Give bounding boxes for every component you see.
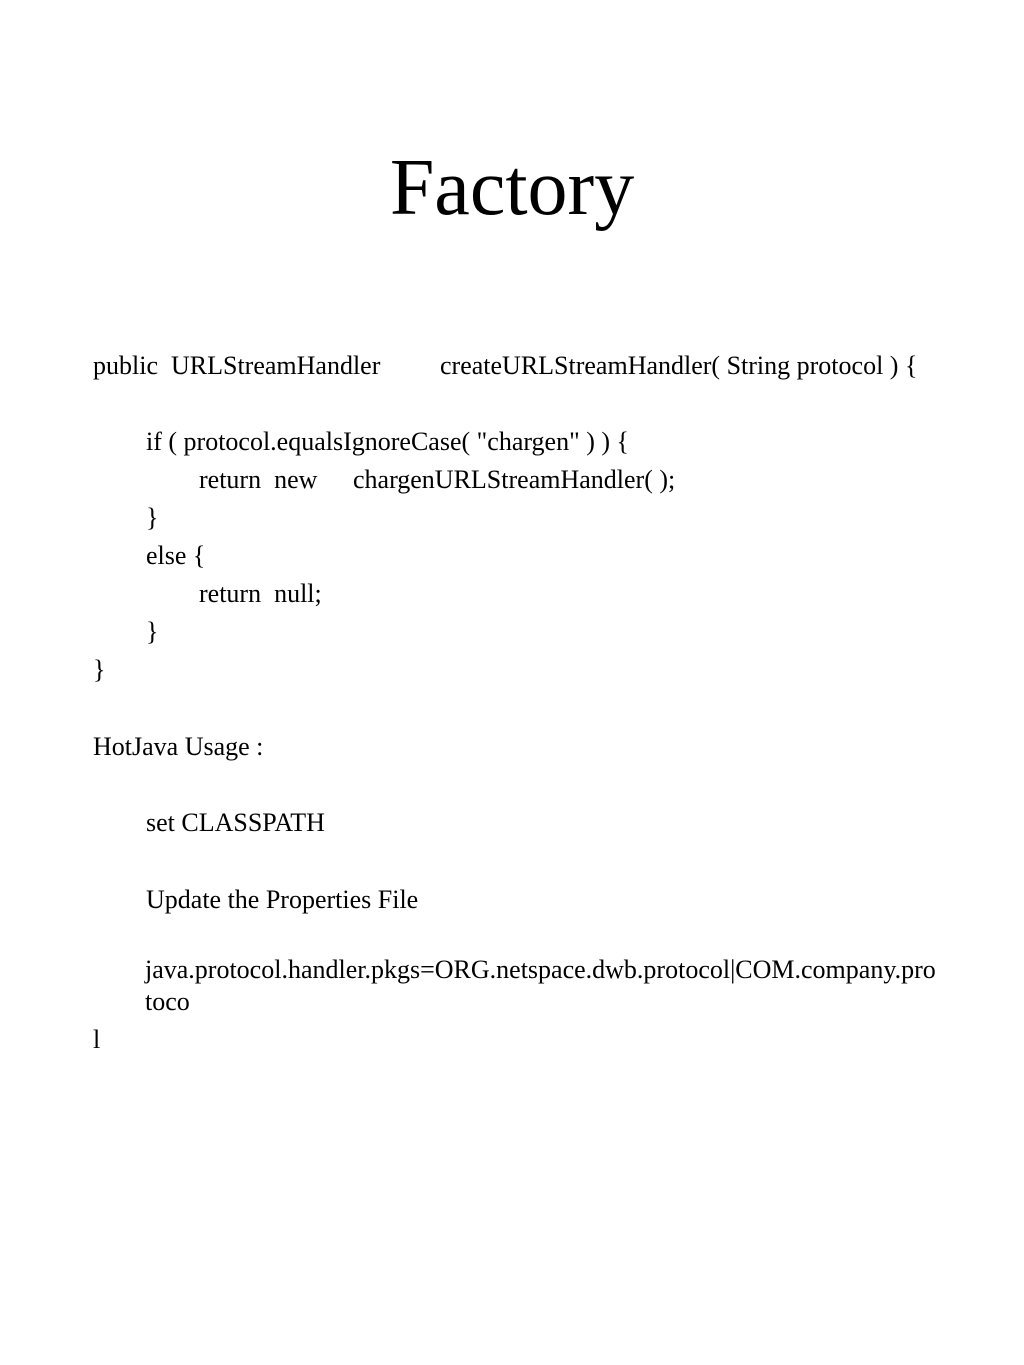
code-else-line: else { (146, 541, 206, 570)
usage-step-properties: Update the Properties File (146, 885, 419, 914)
code-signature-method: createURLStreamHandler( String protocol … (440, 351, 918, 380)
code-return-null-line: return null; (199, 579, 322, 608)
usage-property-line-2: toco (145, 987, 190, 1016)
code-close-else: } (146, 617, 159, 646)
code-close-if: } (146, 503, 159, 532)
code-if-line: if ( protocol.equalsIgnoreCase( "chargen… (146, 427, 629, 456)
code-close-method: } (93, 655, 106, 684)
usage-heading: HotJava Usage : (93, 732, 264, 761)
code-return-new-call: chargenURLStreamHandler( ); (353, 465, 676, 494)
usage-property-line-1: java.protocol.handler.pkgs=ORG.netspace.… (145, 955, 936, 984)
usage-step-classpath: set CLASSPATH (146, 808, 325, 837)
usage-property-line-3: l (93, 1025, 101, 1054)
code-return-new-keywords: return new (199, 465, 318, 494)
slide-title: Factory (389, 144, 635, 232)
code-signature-line: public URLStreamHandler createURLStreamH… (93, 351, 953, 381)
code-return-new-line: return new chargenURLStreamHandler( ); (199, 465, 799, 495)
code-signature-return-type: public URLStreamHandler (93, 351, 381, 380)
